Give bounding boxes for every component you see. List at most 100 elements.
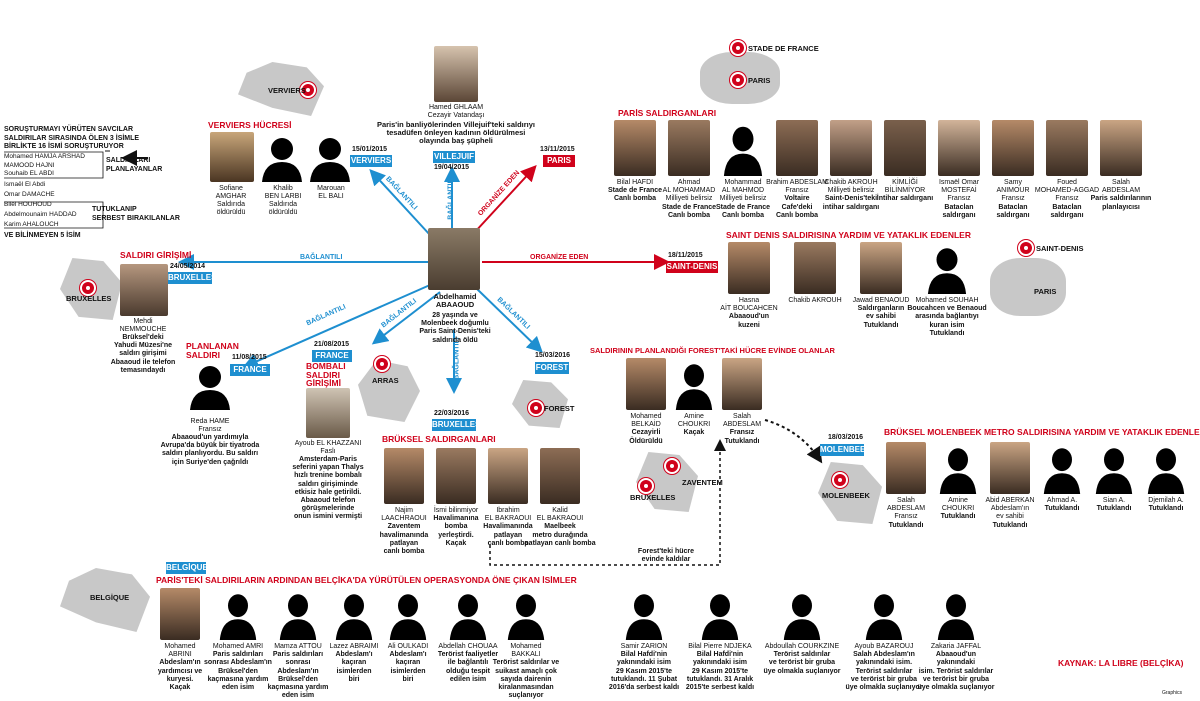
- belgium-person-desc-3: Paris saldırıları sonrası Abdeslam'ın Br…: [267, 651, 329, 700]
- belgium-person-name-5: Ali OULKADI: [387, 643, 429, 650]
- paris-attackers-title: PARİS SALDIRGANLARI: [618, 108, 717, 118]
- map-saint-denis: [990, 258, 1066, 316]
- paris-attacker-desc-5: Saint-Denis'teki intihar saldırganı: [822, 195, 880, 211]
- paris-attacker-photo-8: [992, 120, 1034, 176]
- molenbeek-helper-silhouette-6-icon: [1147, 448, 1185, 494]
- belgium-person-name-10: Abdoullah COURKZINE: [764, 643, 840, 650]
- paris-attacker-desc-9: Bataclan saldırganı: [1050, 203, 1084, 219]
- brussels-attacker-photo-1: [384, 448, 424, 504]
- silhouette-benlarbi-icon: [262, 138, 302, 182]
- paris-attacker-photo-6: [884, 120, 926, 176]
- map-label-paris: PARIS: [748, 76, 771, 85]
- released-3: Bilel HOUHOUD: [4, 201, 52, 208]
- badge-belgique: BELGİQUE: [166, 562, 208, 574]
- forest-person-desc-2: Kaçak: [683, 429, 705, 437]
- source-label: KAYNAK: LA LIBRE (BELÇİKA): [1058, 658, 1184, 668]
- molenbeek-helper-name-6: Djemilah A.: [1148, 497, 1184, 504]
- belgium-person-desc-8: Bilal Hafdi'nin yakınındaki isim 29 Kası…: [608, 651, 680, 691]
- released-5: Karim AHALOUCH: [4, 221, 59, 228]
- verviers-cell-title: VERVIERS HÜCRESİ: [208, 120, 292, 130]
- belgium-person-silhouette-8-icon: [625, 594, 663, 640]
- molenbeek-helper-desc-5: Tutuklandı: [1096, 505, 1132, 513]
- belgium-person-desc-5: Abdeslam'ı kaçıran isimlerden biri: [389, 651, 427, 683]
- molenbeek-helper-name-5: Sian A.: [1102, 497, 1126, 504]
- planner-2: MAMOOD HAJNI: [4, 161, 55, 169]
- saint-denis-title: SAINT DENIS SALDIRISINA YARDIM VE YATAKL…: [726, 230, 971, 240]
- saint-denis-helper-desc-3: Saldırganların ev sahibi Tutuklandı: [857, 305, 905, 329]
- silhouette-elbali-icon: [310, 138, 350, 182]
- belgium-person-desc-7: Terörist saldırılar ve suikast amaçlı ço…: [492, 659, 560, 700]
- paris-attacker-photo-5: [830, 120, 872, 176]
- paris-attacker-name-1: Bilal HAFDI: [616, 179, 654, 186]
- star-paris-icon: [732, 74, 744, 86]
- date-bruxelles-left: 24/05/2014: [170, 263, 206, 270]
- saint-denis-helper-desc-1: Abaaoud'un kuzeni: [728, 313, 770, 329]
- planned-title: PLANLANAN SALDIRI: [186, 341, 239, 360]
- bomb-attempt-title: BOMBALI SALDIRI GİRİŞİMİ: [306, 361, 346, 388]
- desc-amghar: Saldırıda öldürüldü: [216, 201, 246, 217]
- paris-attacker-desc-2: Stade de France Canlı bomba: [661, 203, 717, 219]
- arrow-france-mid: [371, 291, 441, 345]
- date-france-left: 11/08/2015: [232, 354, 267, 361]
- badge-bruxelles-bottom: BRUXELLES: [432, 419, 481, 431]
- forest-cell-title: SALDIRININ PLANLANDIĞI FOREST'TAKİ HÜCRE…: [590, 346, 835, 355]
- forest-person-name-3: Salah ABDESLAM: [722, 413, 762, 429]
- date-bruxelles-bottom: 22/03/2016: [434, 410, 470, 417]
- map-label-bruxelles-bottom: BRUXELLES: [630, 493, 676, 502]
- silhouette-hame-icon: [190, 366, 230, 410]
- belgium-person-silhouette-2-icon: [219, 594, 257, 640]
- map-label-saint-denis: SAINT-DENIS: [1036, 244, 1084, 253]
- forest-person-name-1: Mohamed BELKAİD: [630, 413, 662, 429]
- brussels-attacker-photo-3: [488, 448, 528, 504]
- star-arras-icon: [376, 358, 388, 370]
- brussels-attacker-photo-2: [436, 448, 476, 504]
- graphics-credit: Graphics: [1162, 690, 1183, 696]
- released-label: TUTUKLANIP SERBEST BIRAKILANLAR: [92, 206, 180, 222]
- badge-bruxelles-left: BRUXELLES: [168, 272, 217, 284]
- map-label-molenbeek: MOLENBEEK: [822, 491, 870, 500]
- belgium-person-name-8: Samir ZARION: [620, 643, 668, 650]
- arrow-verviers: [369, 169, 431, 236]
- saint-denis-helper-desc-4: Boucahcen ve Benaoud arasında bağlantıyı…: [907, 305, 987, 337]
- star-zaventem-icon: [666, 460, 678, 472]
- map-label-zaventem: ZAVENTEM: [682, 478, 723, 487]
- brussels-attacker-name-1: Najim LAACHRAOUI: [381, 507, 427, 523]
- belgium-person-silhouette-4-icon: [335, 594, 373, 640]
- unknown-names: VE BİLİNMEYEN 5 İSİM: [4, 232, 81, 239]
- saint-denis-helper-silhouette-4-icon: [927, 248, 967, 294]
- molenbeek-helper-desc-3: Tutuklandı: [992, 521, 1028, 529]
- forest-person-desc-3: Fransız Tutuklandı: [724, 429, 760, 445]
- brussels-attackers-title: BRÜKSEL SALDIRGANLARI: [382, 434, 496, 444]
- star-verviers-icon: [302, 84, 314, 96]
- released-4: Abdelmounaim HADDAD: [4, 211, 77, 218]
- brussels-attacker-name-3: Ibrahim EL BAKRAOUI: [484, 507, 532, 523]
- paris-attacker-desc-1: Stade de France Canlı bomba: [607, 187, 663, 203]
- molenbeek-helper-name-2: Amine CHOUKRI: [941, 497, 975, 513]
- belgium-person-name-1: Mohamed ABRINI: [164, 643, 196, 659]
- released-1: Ismaël El Abdi: [4, 181, 46, 188]
- name-amghar: Sofiane AMGHAR: [215, 185, 247, 201]
- belgium-person-desc-9: Bilal Hafdi'nin yakınındaki isim 29 Kası…: [685, 651, 755, 691]
- paris-attacker-photo-2: [668, 120, 710, 176]
- map-label-forest: FOREST: [544, 404, 575, 413]
- saint-denis-helper-photo-1: [728, 242, 770, 294]
- badge-molenbeek: MOLENBEEK: [820, 444, 872, 456]
- brussels-attacker-photo-4: [540, 448, 580, 504]
- molenbeek-helper-desc-6: Tutuklandı: [1148, 505, 1184, 513]
- paris-attacker-desc-6: İntihar saldırganı: [876, 195, 934, 203]
- arrow-label-villejuif: BAĞLANTILI: [447, 177, 455, 220]
- top-person-name: Hamed GHLAAM Cezayir Vatandaşı: [427, 104, 485, 120]
- attempt-title: SALDIRI GİRİŞİMİ: [120, 250, 192, 260]
- arrow-france-left: [242, 284, 431, 369]
- prosecutor-title: SORUŞTURMAYI YÜRÜTEN SAVCILAR SALDIRILAR…: [4, 126, 140, 150]
- belgium-person-desc-12: Abaaoud'un yakınındaki isim. Terörist sa…: [917, 651, 995, 691]
- molenbeek-helper-name-3: Abid ABERKAN Abdeslam'ın ev sahibi: [985, 497, 1035, 521]
- paris-attacker-name-7: Ismaël Omar MOSTEFAİ Fransız: [938, 179, 980, 203]
- badge-paris: PARIS: [543, 155, 575, 167]
- badge-verviers: VERVIERS: [350, 155, 392, 167]
- belgium-person-desc-1: Abdeslam'ın yardımcısı ve kuryesi. Kaçak: [157, 659, 203, 691]
- photo-amghar: [210, 132, 254, 182]
- saint-denis-helper-name-3: Jawad BENAOUD: [852, 297, 910, 304]
